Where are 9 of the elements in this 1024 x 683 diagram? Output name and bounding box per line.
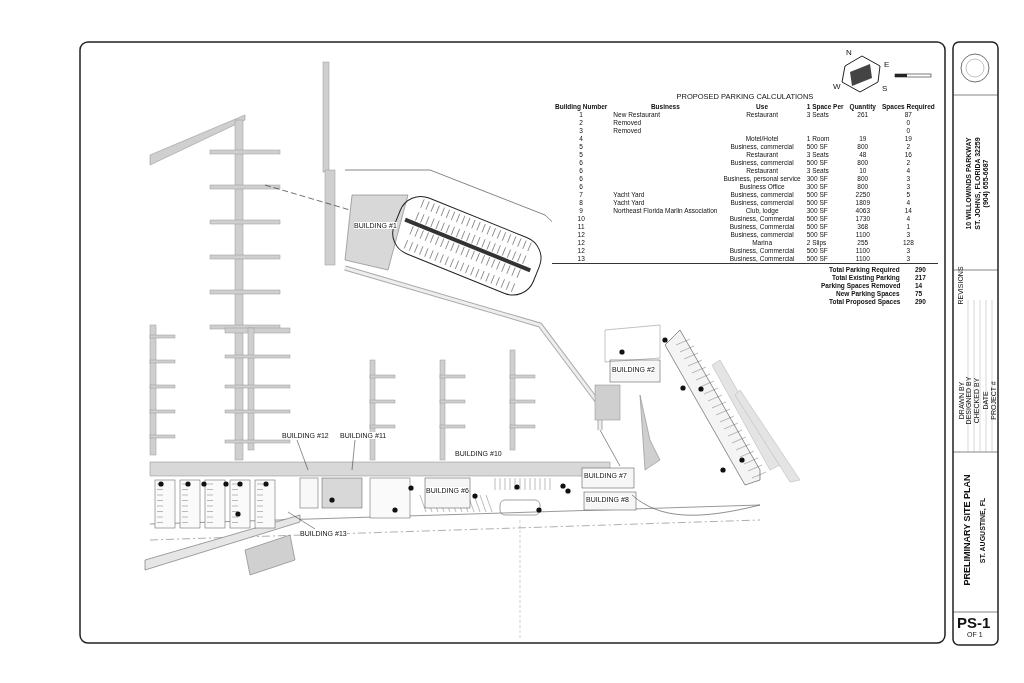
leader-line bbox=[296, 439, 309, 471]
compass-letter: E bbox=[884, 60, 890, 69]
compass-letter: N bbox=[846, 48, 852, 57]
sheet-number: PS-1 bbox=[957, 614, 991, 631]
leader-line bbox=[351, 439, 356, 471]
leader-line bbox=[287, 511, 316, 530]
sheet-title: PRELIMINARY SITE PLAN bbox=[961, 474, 971, 586]
compass-letter: S bbox=[882, 84, 888, 93]
compass-letter: W bbox=[833, 82, 841, 91]
